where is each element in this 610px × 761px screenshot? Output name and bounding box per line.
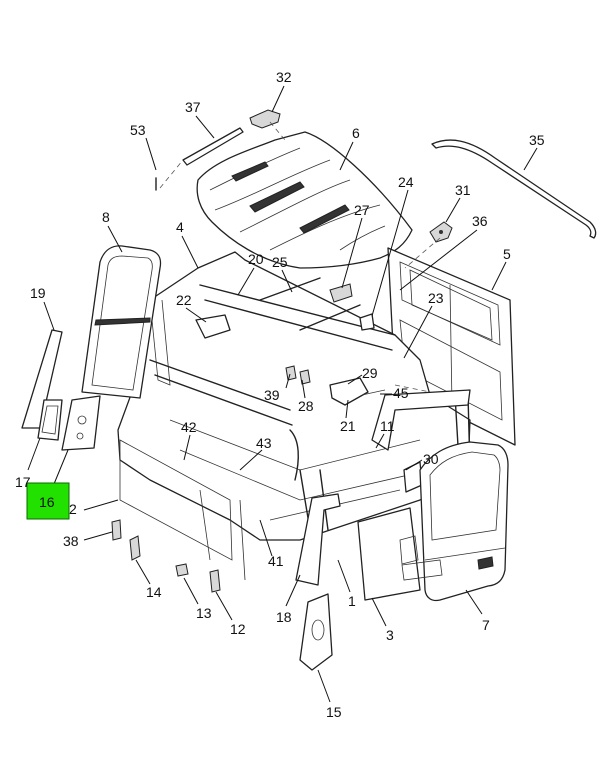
callout-28[interactable]: 28	[298, 398, 314, 414]
callout-36[interactable]: 36	[472, 213, 488, 229]
callout-53[interactable]: 53	[130, 122, 146, 138]
dash-31	[404, 237, 441, 269]
callout-6[interactable]: 6	[352, 125, 360, 141]
interior-side-panel	[61, 395, 101, 451]
latch-31	[429, 221, 453, 243]
callout-35[interactable]: 35	[529, 132, 545, 148]
callout-1[interactable]: 1	[348, 593, 356, 609]
dash-32	[269, 121, 286, 141]
callout-labels: 32 37 53 6 35 24 31 27 8 4 36 5 20 25 19…	[15, 69, 545, 720]
latch-plate-17	[37, 399, 63, 441]
drip-rail	[431, 139, 597, 239]
roof-trim-strip	[159, 127, 244, 189]
callout-12[interactable]: 12	[230, 621, 246, 637]
callout-15[interactable]: 15	[326, 704, 342, 720]
callout-27[interactable]: 27	[354, 202, 370, 218]
roof-panel	[196, 131, 413, 269]
hardware-13	[175, 563, 189, 577]
callout-42[interactable]: 42	[181, 419, 197, 435]
roof-clip	[249, 109, 281, 129]
callout-11[interactable]: 11	[380, 418, 395, 434]
callout-18[interactable]: 18	[276, 609, 292, 625]
callout-19[interactable]: 19	[30, 285, 46, 301]
callout-21[interactable]: 21	[340, 418, 356, 434]
callout-45[interactable]: 45	[393, 385, 409, 401]
leader-lines	[27, 85, 538, 703]
callout-8[interactable]: 8	[102, 209, 110, 225]
windshield-frame	[81, 245, 162, 399]
callout-3[interactable]: 3	[386, 627, 394, 643]
callout-23[interactable]: 23	[428, 290, 444, 306]
callout-32[interactable]: 32	[276, 69, 292, 85]
callout-7[interactable]: 7	[482, 617, 490, 633]
door-inner-panel	[357, 507, 421, 601]
callout-29[interactable]: 29	[362, 365, 378, 381]
callout-39[interactable]: 39	[264, 387, 280, 403]
callout-13[interactable]: 13	[196, 605, 212, 621]
callout-16[interactable]: 16	[39, 494, 55, 510]
bracket-24	[359, 313, 375, 331]
cab-door	[401, 441, 509, 602]
bracket-27	[329, 283, 353, 303]
clips-39-28	[285, 365, 311, 385]
callout-37[interactable]: 37	[185, 99, 201, 115]
callout-31[interactable]: 31	[455, 182, 471, 198]
highlight-box-16	[26, 482, 70, 520]
callout-5[interactable]: 5	[503, 246, 511, 262]
callout-14[interactable]: 14	[146, 584, 162, 600]
callout-20[interactable]: 20	[248, 251, 264, 267]
callout-41[interactable]: 41	[268, 553, 284, 569]
kick-panel-15	[299, 593, 333, 671]
callout-22[interactable]: 22	[176, 292, 192, 308]
callout-30[interactable]: 30	[423, 451, 439, 467]
front-door-post-18	[295, 493, 341, 586]
corner-trim-19	[21, 329, 63, 429]
dash-rear	[394, 384, 431, 393]
callout-43[interactable]: 43	[256, 435, 272, 451]
callout-38[interactable]: 38	[63, 533, 79, 549]
hardware-12	[209, 569, 221, 593]
callout-24[interactable]: 24	[398, 174, 414, 190]
callout-2[interactable]: 2	[69, 501, 77, 517]
hardware-38	[111, 519, 122, 541]
hardware-14	[129, 535, 141, 561]
callout-4[interactable]: 4	[176, 219, 184, 235]
callout-17[interactable]: 17	[15, 474, 31, 490]
callout-25[interactable]: 25	[272, 254, 288, 270]
